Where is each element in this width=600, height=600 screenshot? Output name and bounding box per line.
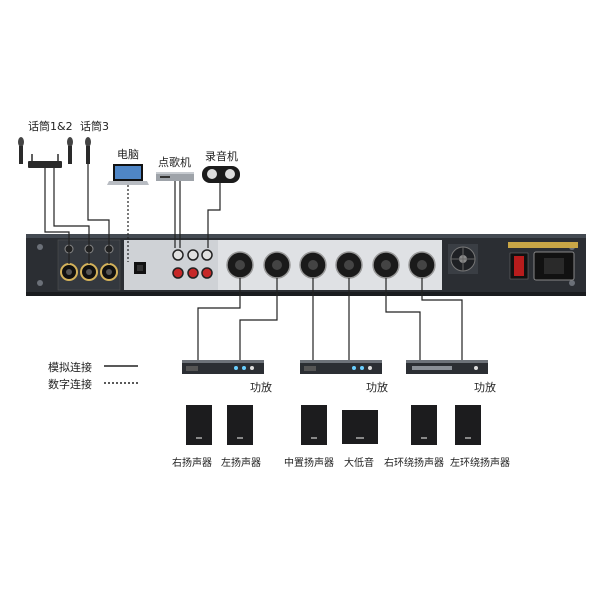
wireless-receiver-icon <box>28 154 62 168</box>
recorder-label: 录音机 <box>205 150 238 163</box>
speaker-left-surround <box>455 405 481 445</box>
legend-analog-label: 模拟连接 <box>48 361 92 374</box>
amplifier-2 <box>300 360 382 374</box>
microphone-1-icon <box>18 137 24 164</box>
amplifier-1 <box>182 360 264 374</box>
laptop-icon <box>107 164 149 185</box>
mic-3-label: 话筒3 <box>80 120 109 133</box>
amplifier-2-label: 功放 <box>366 381 388 394</box>
recorder-icon <box>202 166 240 183</box>
player-label: 点歌机 <box>158 156 191 169</box>
speaker-left-front-label: 左扬声器 <box>221 458 261 469</box>
mic-1-2-label: 话筒1&2 <box>28 120 73 133</box>
speaker-subwoofer <box>342 410 378 444</box>
microphone-3-icon <box>85 137 91 164</box>
microphone-2-icon <box>67 137 73 164</box>
speaker-right-front <box>186 405 212 445</box>
speaker-right-surround <box>411 405 437 445</box>
speaker-subwoofer-label: 大低音 <box>344 458 374 469</box>
speaker-right-surround-label: 右环绕扬声器 <box>384 458 444 469</box>
amplifier-1-label: 功放 <box>250 381 272 394</box>
computer-label: 电脑 <box>117 148 139 161</box>
speaker-left-surround-label: 左环绕扬声器 <box>450 458 510 469</box>
speaker-right-front-label: 右扬声器 <box>172 458 212 469</box>
speaker-left-front <box>227 405 253 445</box>
output-wires <box>197 278 463 360</box>
speaker-center <box>301 405 327 445</box>
rca-inputs <box>172 249 213 279</box>
amplifier-3 <box>406 360 488 374</box>
optical-input <box>134 262 146 274</box>
source-wires <box>44 164 221 264</box>
karaoke-player-icon <box>156 172 194 181</box>
legend-digital-label: 数字连接 <box>48 378 92 391</box>
amplifier-3-label: 功放 <box>474 381 496 394</box>
speaker-center-label: 中置扬声器 <box>284 458 334 469</box>
xlr-outputs <box>226 251 436 279</box>
